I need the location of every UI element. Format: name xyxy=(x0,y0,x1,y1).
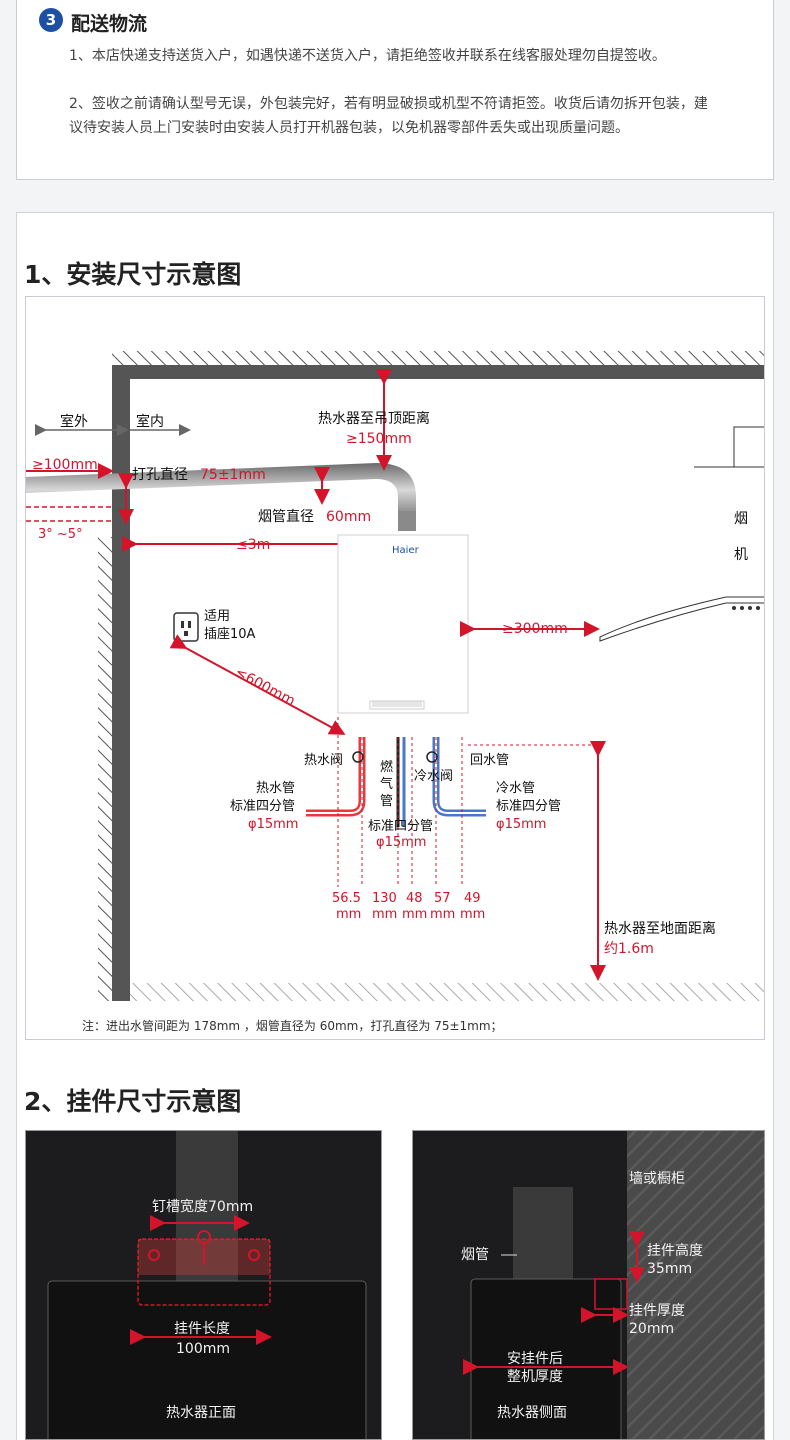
hole-diameter-label: 打孔直径 xyxy=(132,467,188,483)
bracket-thickness-label: 挂件厚度 xyxy=(629,1303,685,1319)
cold-pipe-diameter: φ15mm xyxy=(496,817,547,832)
ceiling xyxy=(112,365,764,379)
bracket-length-value: 100mm xyxy=(176,1341,230,1357)
hot-pipe-diameter: φ15mm xyxy=(248,817,299,832)
install-note: 注：进出水管间距为 178mm ，烟管直径为 60mm，打孔直径为 75±1mm… xyxy=(82,1019,503,1033)
ceiling-distance-label: 热水器至吊顶距离 xyxy=(318,411,430,427)
floor-distance-label: 热水器至地面距离 xyxy=(604,921,716,937)
wall xyxy=(112,365,130,1001)
return-pipe-label: 回水管 xyxy=(470,753,510,768)
bracket-side-graphic xyxy=(463,1131,764,1439)
indoor-label: 室内 xyxy=(136,414,164,430)
heater-brand: Haier xyxy=(392,545,419,556)
cold-valve-label: 冷水阀 xyxy=(414,769,454,784)
hood-distance-value: ≥300mm xyxy=(502,621,568,637)
water-heater-body xyxy=(337,534,469,714)
spacing-value-2: 130 xyxy=(372,891,397,906)
bracket-front-panel: 钉槽宽度70mm 挂件长度 100mm 热水器正面 xyxy=(25,1130,382,1440)
hole-diameter-value: 75±1mm xyxy=(200,467,266,483)
slot-width-label: 钉槽宽度70mm xyxy=(152,1199,254,1215)
delivery-title: 配送物流 xyxy=(71,13,148,35)
step-number-badge: 3 xyxy=(39,8,63,32)
hot-pipe-label: 热水管 xyxy=(256,781,296,796)
floor-hatch xyxy=(130,983,764,1001)
spacing-unit-4: mm xyxy=(430,907,456,922)
spacing-unit-2: mm xyxy=(372,907,398,922)
wall-distance-value: ≥100mm xyxy=(32,457,98,473)
bracket-side-panel: 墙或橱柜 烟管 挂件高度 35mm 挂件厚度 20mm 安挂件后 整机厚度 热水… xyxy=(412,1130,765,1440)
bracket-length-label: 挂件长度 xyxy=(174,1321,230,1337)
ceiling-distance-value: ≥150mm xyxy=(346,431,412,447)
section-2-title: 2、挂件尺寸示意图 xyxy=(24,1087,242,1116)
hood-label-1: 烟 xyxy=(734,511,748,527)
bracket-height-value: 35mm xyxy=(647,1261,693,1277)
gas-pipe-diameter: φ15mm xyxy=(376,835,427,850)
wall-cabinet-label: 墙或橱柜 xyxy=(629,1171,685,1187)
delivery-paragraph-2: 2、签收之前请确认型号无误，外包装完好，若有明显破损或机型不符请拒签。收货后请勿… xyxy=(69,96,708,136)
flue-label: 烟管 xyxy=(461,1247,489,1263)
bracket-height-label: 挂件高度 xyxy=(647,1243,703,1259)
spacing-unit-5: mm xyxy=(460,907,486,922)
cold-pipe-label: 冷水管 xyxy=(496,781,536,796)
hot-valve-label: 热水阀 xyxy=(304,753,344,768)
gas-pipe-label: 燃气管 xyxy=(380,760,394,809)
floor-distance-value: 约1.6m xyxy=(604,941,654,957)
delivery-panel: 3 配送物流 1、本店快递支持送货入户，如遇快递不送货入户，请拒绝签收并联系在线… xyxy=(16,0,774,180)
install-diagram-graphic xyxy=(26,351,764,1001)
hood-label-2: 机 xyxy=(734,547,748,563)
install-dimension-diagram: 室外 室内 热水器至吊顶距离 ≥150mm ≥100mm 打孔直径 75±1mm… xyxy=(25,296,765,1040)
flue-collar xyxy=(398,511,416,531)
outdoor-label: 室外 xyxy=(60,414,88,430)
hot-pipe-standard: 标准四分管 xyxy=(230,799,296,814)
ceiling-hatch xyxy=(112,351,764,365)
spacing-unit-1: mm xyxy=(336,907,362,922)
spacing-value-1: 56.5 xyxy=(332,891,361,906)
flue-diameter-value: 60mm xyxy=(326,509,372,525)
socket-label-1: 适用 xyxy=(204,609,231,624)
cold-pipe-standard: 标准四分管 xyxy=(496,799,562,814)
flue-length-value: ≤3m xyxy=(236,537,271,553)
side-caption: 热水器侧面 xyxy=(497,1405,567,1421)
delivery-paragraph-1: 1、本店快递支持送货入户，如遇快递不送货入户，请拒绝签收并联系在线客服处理勿自提… xyxy=(69,48,666,64)
mounted-thickness-label-1: 安挂件后 xyxy=(507,1351,563,1367)
front-caption: 热水器正面 xyxy=(166,1405,236,1421)
spacing-value-3: 48 xyxy=(406,891,423,906)
bracket-thickness-value: 20mm xyxy=(629,1321,675,1337)
section-1-title: 1、安装尺寸示意图 xyxy=(24,260,242,289)
gas-pipe-standard: 标准四分管 xyxy=(368,819,434,834)
spacing-unit-3: mm xyxy=(402,907,428,922)
flue-diameter-label: 烟管直径 xyxy=(258,509,314,525)
spacing-value-4: 57 xyxy=(434,891,451,906)
slope-label: 3° ~5° xyxy=(38,527,83,542)
mounted-thickness-label-2: 整机厚度 xyxy=(507,1369,563,1385)
socket-label-2: 插座10A xyxy=(204,627,256,642)
wall-hatch xyxy=(98,537,112,1001)
bracket-front-graphic xyxy=(47,1131,367,1439)
spacing-value-5: 49 xyxy=(464,891,481,906)
